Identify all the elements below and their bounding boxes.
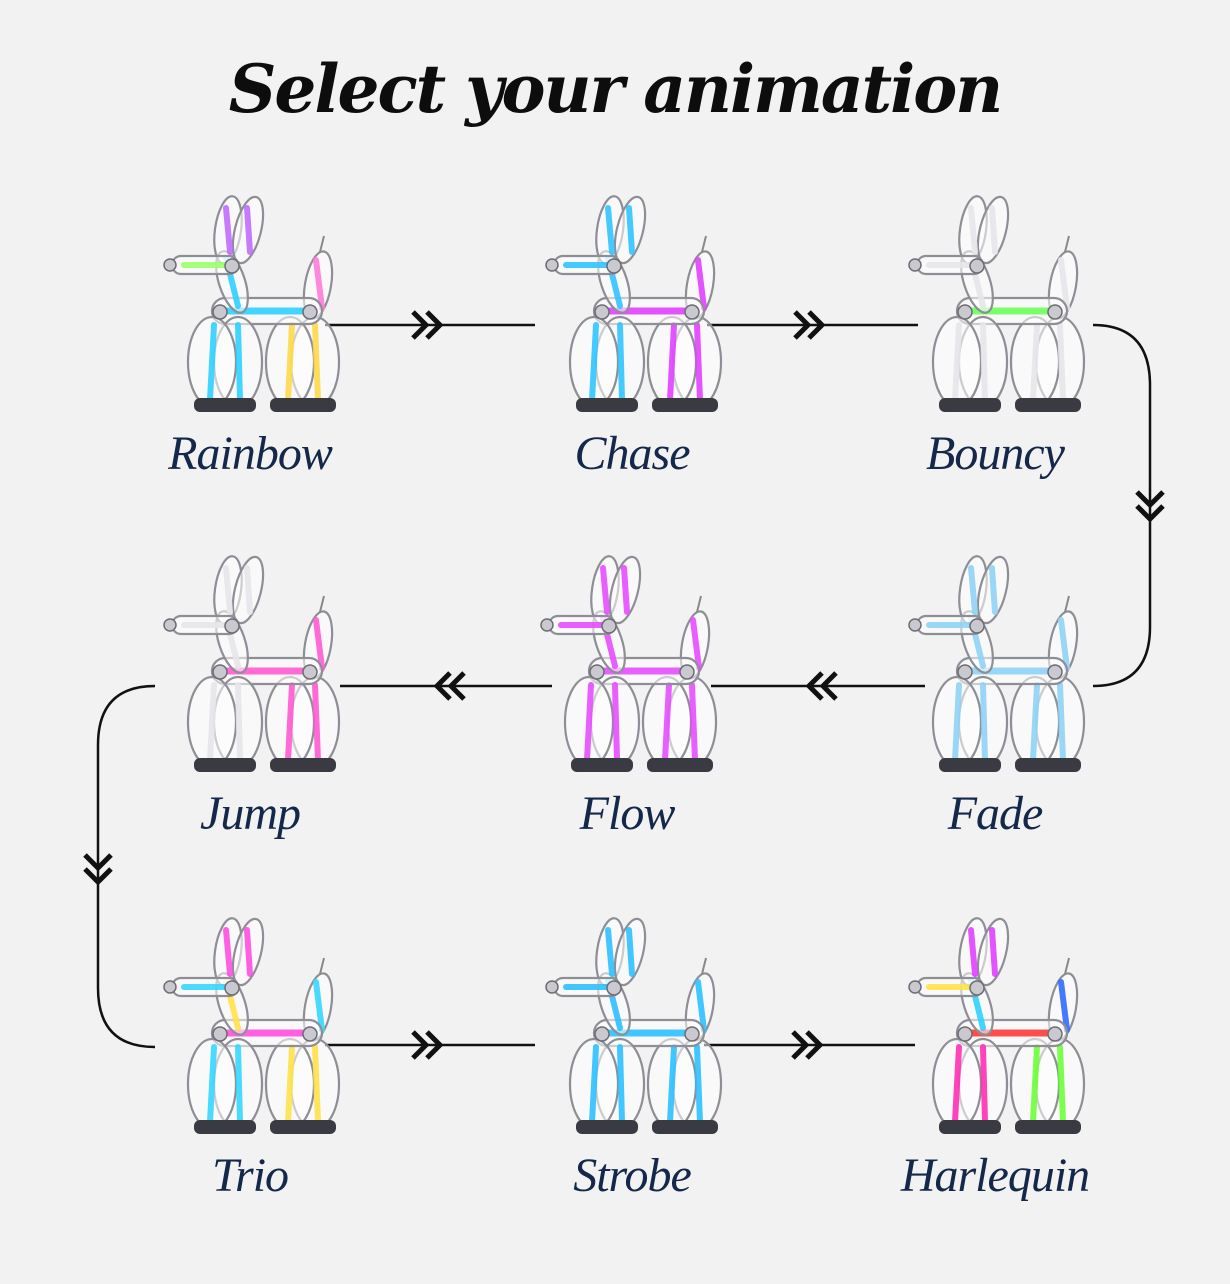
balloon-dog-image [908,555,1086,772]
animation-option-fade[interactable]: Fade [865,550,1125,870]
balloon-dog-image [908,195,1086,412]
animation-option-rainbow[interactable]: Rainbow [120,190,380,510]
animation-option-bouncy[interactable]: Bouncy [865,190,1125,510]
balloon-dog-image [163,917,341,1134]
balloon-dog-image [540,555,718,772]
animation-label: Jump [200,787,301,840]
balloon-dog-image [545,195,723,412]
chevron-right-icon [791,1030,824,1060]
balloon-dog-image [163,195,341,412]
page-title: Select your animation [228,50,1003,128]
chevron-left-icon [805,671,838,701]
animation-label: Bouncy [926,427,1065,480]
animation-option-trio[interactable]: Trio [120,912,380,1232]
chevron-right-icon [793,310,826,340]
animation-label: Fade [947,787,1044,840]
chevron-right-icon [411,1030,444,1060]
balloon-dog-image [545,917,723,1134]
animation-label: Strobe [573,1149,692,1202]
animation-label: Rainbow [168,427,333,480]
balloon-dog-image [908,917,1086,1134]
animation-label: Trio [211,1149,289,1202]
animation-option-chase[interactable]: Chase [502,190,762,510]
animation-option-harlequin[interactable]: Harlequin [865,912,1125,1232]
balloon-dog-image [163,555,341,772]
animation-option-flow[interactable]: Flow [497,550,757,870]
animation-option-strobe[interactable]: Strobe [502,912,762,1232]
animation-label: Harlequin [900,1149,1090,1202]
animation-option-jump[interactable]: Jump [120,550,380,870]
chevron-right-icon [411,310,444,340]
animation-label: Flow [579,787,676,840]
chevron-down-icon [83,853,113,886]
animation-label: Chase [574,427,691,480]
chevron-down-icon [1135,490,1165,523]
chevron-left-icon [433,671,466,701]
